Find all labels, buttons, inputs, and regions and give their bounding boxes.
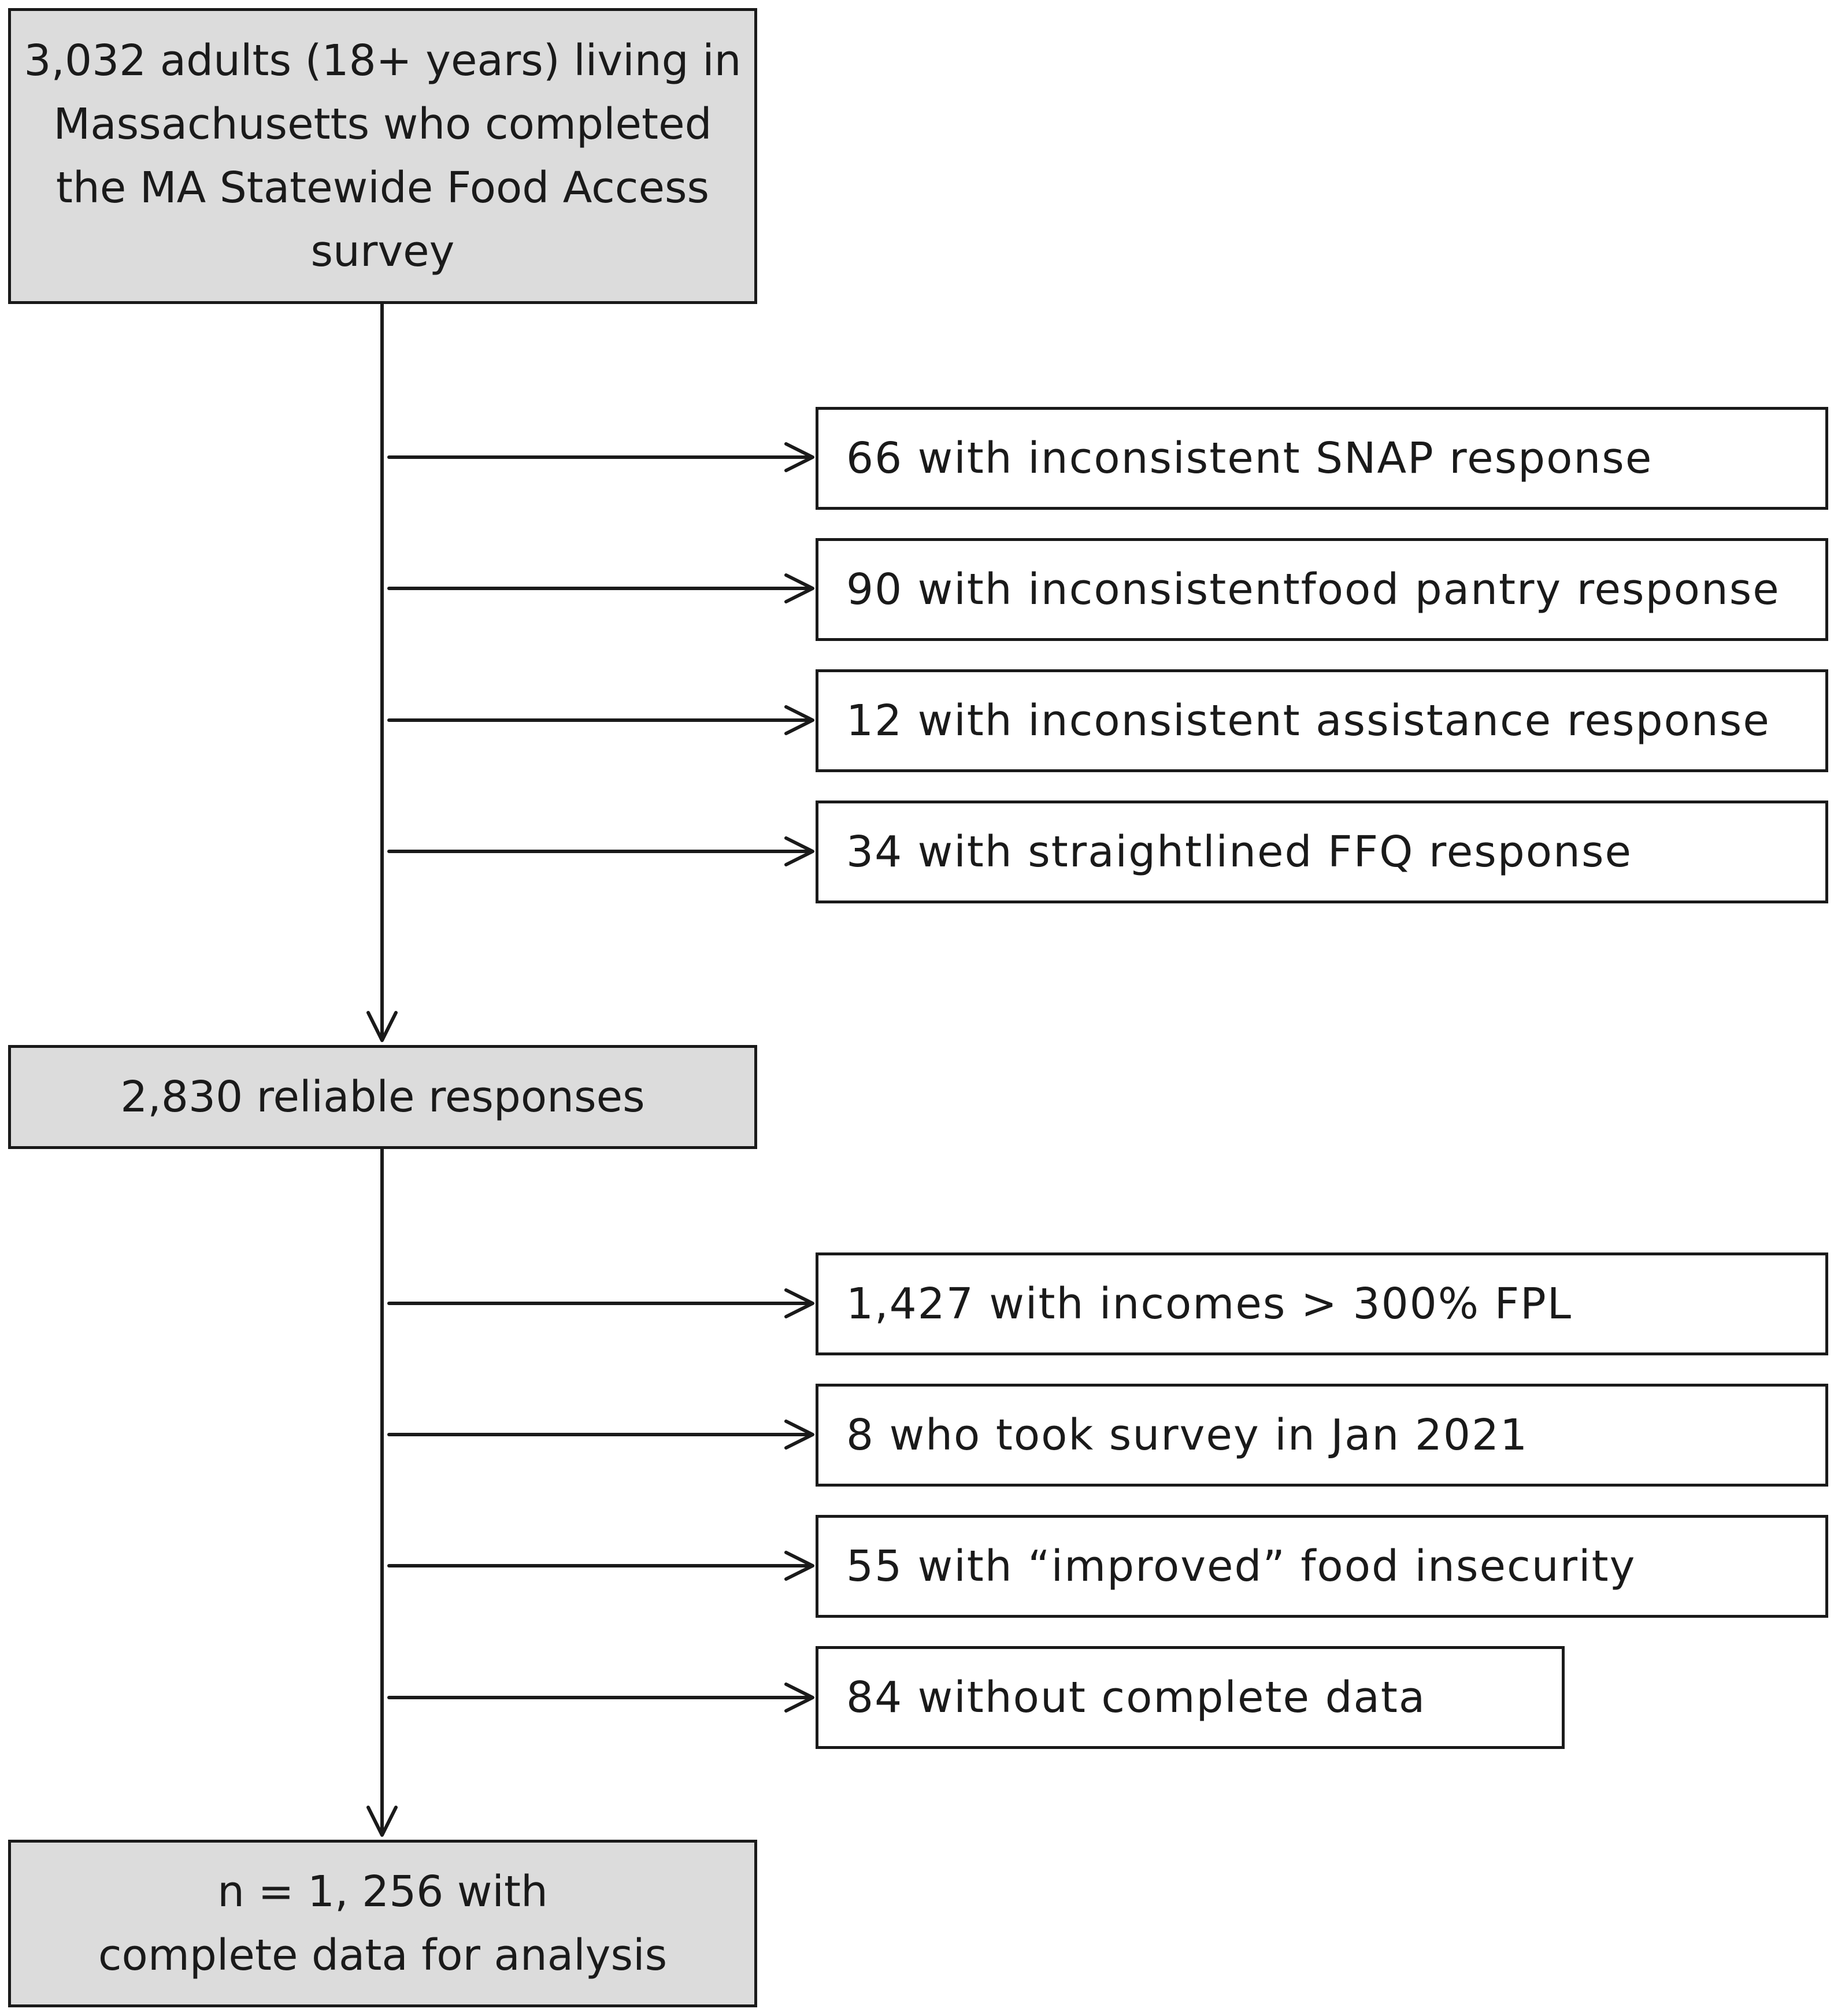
- reliable-box: 2,830 reliable responses: [8, 1045, 757, 1149]
- exclusion-box-incomplete: 84 without complete data: [816, 1646, 1565, 1749]
- exclusion-box-snap: 66 with inconsistent SNAP response: [816, 407, 1828, 510]
- exclusion-text-improved: 55 with “improved” food insecurity: [846, 1541, 1636, 1591]
- start-box-line-3: the MA Statewide Food Access: [55, 163, 710, 213]
- arrowhead-reliable: [366, 1011, 398, 1042]
- branch-arrowhead-7: [784, 1551, 814, 1581]
- start-box-line-4: survey: [310, 227, 455, 276]
- exclusion-box-assistance: 12 with inconsistent assistance response: [816, 669, 1828, 772]
- start-box-line-2: Massachusetts who completed: [53, 99, 712, 149]
- final-box-line-1: n = 1, 256 with: [217, 1867, 548, 1917]
- start-box-text: 3,032 adults (18+ years) living in Massa…: [24, 29, 741, 283]
- exclusion-text-food-pantry: 90 with inconsistentfood pantry response: [846, 565, 1780, 614]
- branch-arrowhead-2: [784, 573, 814, 603]
- exclusion-text-snap: 66 with inconsistent SNAP response: [846, 433, 1653, 483]
- start-box-line-1: 3,032 adults (18+ years) living in: [24, 36, 742, 86]
- reliable-box-line-1: 2,830 reliable responses: [120, 1072, 645, 1122]
- branch-arrowhead-5: [784, 1288, 814, 1318]
- exclusion-text-jan-2021: 8 who took survey in Jan 2021: [846, 1410, 1529, 1460]
- exclusion-box-jan-2021: 8 who took survey in Jan 2021: [816, 1384, 1828, 1487]
- start-box: 3,032 adults (18+ years) living in Massa…: [8, 8, 757, 304]
- exclusion-text-incomplete: 84 without complete data: [846, 1673, 1427, 1722]
- exclusion-box-ffq: 34 with straightlined FFQ response: [816, 801, 1828, 903]
- exclusion-box-improved: 55 with “improved” food insecurity: [816, 1515, 1828, 1618]
- branch-arrowhead-1: [784, 442, 814, 472]
- branch-arrowhead-4: [784, 836, 814, 866]
- final-box-text: n = 1, 256 with complete data for analys…: [98, 1860, 667, 1987]
- branch-arrowhead-6: [784, 1420, 814, 1450]
- final-box: n = 1, 256 with complete data for analys…: [8, 1840, 757, 2007]
- exclusion-box-food-pantry: 90 with inconsistentfood pantry response: [816, 538, 1828, 641]
- branch-arrowhead-8: [784, 1683, 814, 1713]
- reliable-box-text: 2,830 reliable responses: [120, 1065, 644, 1129]
- arrowhead-final: [366, 1806, 398, 1837]
- exclusion-text-assistance: 12 with inconsistent assistance response: [846, 696, 1770, 746]
- final-box-line-2: complete data for analysis: [98, 1930, 668, 1980]
- exclusion-box-income: 1,427 with incomes > 300% FPL: [816, 1252, 1828, 1355]
- branch-arrowhead-3: [784, 705, 814, 735]
- exclusion-text-ffq: 34 with straightlined FFQ response: [846, 827, 1633, 877]
- exclusion-text-income: 1,427 with incomes > 300% FPL: [846, 1279, 1573, 1329]
